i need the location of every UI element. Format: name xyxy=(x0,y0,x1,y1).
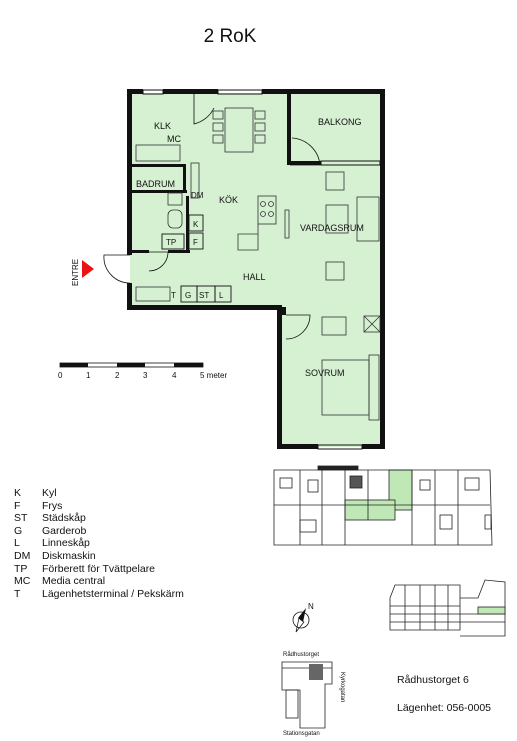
entrance-label: ENTRE xyxy=(71,259,80,286)
apartment-number: Lägenhet: 056-0005 xyxy=(397,702,492,714)
door-arc xyxy=(193,94,215,125)
legend-row: G Garderob xyxy=(14,525,184,538)
legend-desc: Linneskåp xyxy=(42,537,90,550)
legend-row: TP Förberett för Tvättpelare xyxy=(14,563,184,576)
doors xyxy=(103,94,321,340)
kitchen-island xyxy=(237,224,259,251)
highlighted-unit xyxy=(344,499,396,521)
windows xyxy=(142,89,381,450)
klk-wardrobe xyxy=(135,144,181,162)
sink xyxy=(167,192,183,206)
legend-code: TP xyxy=(14,562,28,575)
legend-desc: Frys xyxy=(42,499,63,512)
sofa xyxy=(356,196,380,242)
room-label-sovrum: SOVRUM xyxy=(305,368,345,378)
label-k: K xyxy=(193,220,199,229)
cabinet-k xyxy=(188,214,204,232)
legend-desc: Lägenhetsterminal / Pekskärm xyxy=(42,587,184,600)
legend-code: F xyxy=(14,499,21,512)
street-label-top: Rådhustorget xyxy=(283,651,319,658)
legend-desc: Förberett för Tvättpelare xyxy=(42,562,156,575)
legend-row: DM Diskmaskin xyxy=(14,550,184,563)
scale-tick-last: 5 meter xyxy=(200,371,227,380)
legend-code: K xyxy=(14,487,22,499)
room-label-badrum: BADRUM xyxy=(136,179,175,189)
room-label-mc: MC xyxy=(167,134,181,144)
scale-tick: 0 xyxy=(58,371,63,380)
legend-desc: Kyl xyxy=(42,487,57,499)
street-label-bottom: Stationsgatan xyxy=(283,731,320,737)
kitchen-counter xyxy=(190,162,200,199)
coffee-table xyxy=(325,204,349,234)
legend-desc: Garderob xyxy=(42,524,87,537)
shaft xyxy=(363,315,381,333)
plan-title: 2 RoK xyxy=(203,26,257,47)
dining-table xyxy=(224,107,254,153)
tv-bench xyxy=(284,209,290,239)
label-t: T xyxy=(171,291,176,300)
legend-desc: Media central xyxy=(42,575,106,588)
cabinet-f xyxy=(188,232,204,250)
highlighted-floor xyxy=(477,606,506,615)
legend-code: ST xyxy=(14,512,28,525)
label-dm: DM xyxy=(191,191,204,200)
bedroom-door-arc xyxy=(285,314,311,340)
legend-row: L Linneskåp xyxy=(14,537,184,550)
entrance-arrow xyxy=(82,260,94,278)
cabinet-tp xyxy=(161,233,185,250)
legend-code: G xyxy=(14,524,23,537)
address: Rådhustorget 6 xyxy=(397,674,469,686)
stove xyxy=(257,195,277,225)
armchair xyxy=(325,261,345,281)
balcony-door-arc xyxy=(290,137,321,166)
legend-code: MC xyxy=(14,575,31,588)
legend-row: MC Media central xyxy=(14,575,184,588)
hall-wardrobe xyxy=(135,286,171,302)
scale-tick: 1 xyxy=(86,371,91,380)
legend-code: L xyxy=(14,537,20,550)
site-map: Rådhustorget Kyrkogatan Stationsgatan xyxy=(281,651,345,737)
cabinet-l xyxy=(214,285,232,303)
outer-walls xyxy=(127,89,385,449)
room-label-balkong: BALKONG xyxy=(318,117,362,127)
label-tp: TP xyxy=(166,238,176,247)
label-st: ST xyxy=(199,291,209,300)
room-label-klk: KLK xyxy=(154,121,171,131)
furniture xyxy=(135,107,381,421)
legend-desc: Diskmaskin xyxy=(42,549,96,562)
armchair xyxy=(325,171,345,191)
compass-north-label: N xyxy=(308,602,314,611)
scale-bar: 0 1 2 3 4 5 meter xyxy=(58,362,227,380)
street-label-right: Kyrkogatan xyxy=(339,672,345,702)
label-g: G xyxy=(185,291,191,300)
building-section xyxy=(389,579,506,637)
scale-tick: 4 xyxy=(172,371,177,380)
legend-row: T Lägenhetsterminal / Pekskärm xyxy=(14,588,184,601)
headboard xyxy=(368,354,380,421)
entrance-door-arc xyxy=(103,254,131,284)
legend-row: F Frys xyxy=(14,500,184,513)
toilet xyxy=(167,209,183,229)
room-label-kok: KÖK xyxy=(219,195,238,205)
legend-code: T xyxy=(14,587,21,600)
room-label-vardagsrum: VARDAGSRUM xyxy=(300,223,364,233)
building-location xyxy=(309,664,323,680)
scale-tick: 2 xyxy=(115,371,120,380)
legend-code: DM xyxy=(14,549,31,562)
scale-tick: 3 xyxy=(143,371,148,380)
legend-row: ST Städskåp xyxy=(14,512,184,525)
cabinets xyxy=(161,214,232,303)
building-overview xyxy=(273,465,493,546)
legend: K Kyl F Frys ST Städskåp G Garderob L Linnesk… xyxy=(14,487,184,600)
label-l: L xyxy=(219,291,224,300)
legend-desc: Städskåp xyxy=(42,512,86,525)
legend-row: K Kyl xyxy=(14,487,184,500)
compass: N xyxy=(292,602,314,633)
desk xyxy=(321,316,347,336)
bathroom-door-arc xyxy=(148,251,169,272)
room-label-hall: HALL xyxy=(243,272,266,282)
label-f: F xyxy=(193,238,198,247)
floor-area xyxy=(130,93,382,447)
